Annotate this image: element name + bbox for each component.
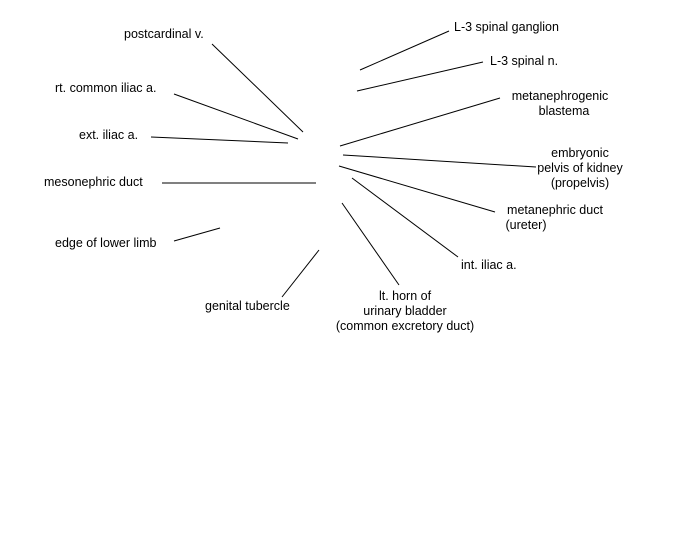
- label-rt-common-iliac-a: rt. common iliac a.: [55, 81, 156, 96]
- label-line: L-3 spinal ganglion: [454, 20, 559, 34]
- leader-metanephrogenic-blastema: [339, 97, 501, 147]
- label-l3-spinal-n: L-3 spinal n.: [490, 54, 558, 69]
- label-line: (common excretory duct): [335, 319, 475, 333]
- label-l3-spinal-ganglion: L-3 spinal ganglion: [454, 20, 559, 35]
- label-mesonephric-duct: mesonephric duct: [44, 175, 143, 190]
- label-line: int. iliac a.: [461, 258, 517, 272]
- label-line: (ureter): [505, 218, 547, 232]
- label-line: pelvis of kidney: [537, 161, 623, 175]
- label-line: lt. horn of: [378, 289, 432, 303]
- leader-metanephric-duct: [338, 165, 496, 213]
- leader-edge-of-lower-limb: [173, 227, 221, 242]
- label-line: edge of lower limb: [55, 236, 157, 250]
- label-genital-tubercle: genital tubercle: [205, 299, 290, 314]
- label-line: metanephric duct: [507, 203, 603, 217]
- label-int-iliac-a: int. iliac a.: [461, 258, 517, 273]
- label-line: postcardinal v.: [124, 27, 204, 41]
- leader-l3-spinal-ganglion: [359, 30, 450, 71]
- label-line: mesonephric duct: [44, 175, 143, 189]
- leader-rt-common-iliac-a: [173, 93, 299, 140]
- label-line: ext. iliac a.: [79, 128, 139, 142]
- leader-embryonic-pelvis-of-kidney: [342, 154, 537, 168]
- label-ext-iliac-a: ext. iliac a.: [79, 128, 138, 143]
- leader-int-iliac-a: [351, 177, 459, 258]
- label-lt-horn-of-urinary-bladder: lt. horn of urinary bladder (common excr…: [325, 289, 485, 334]
- label-line: metanephrogenic: [511, 89, 609, 103]
- label-metanephrogenic-blastema: metanephrogenic blastema: [500, 89, 620, 119]
- label-edge-of-lower-limb: edge of lower limb: [55, 236, 156, 251]
- label-metanephric-duct: metanephric duct (ureter): [496, 203, 614, 233]
- label-postcardinal-v: postcardinal v.: [124, 27, 204, 42]
- leader-postcardinal-v: [211, 43, 304, 133]
- label-line: blastema: [538, 104, 590, 118]
- label-line: urinary bladder: [363, 304, 447, 318]
- leader-l3-spinal-n: [356, 61, 484, 92]
- label-embryonic-pelvis-of-kidney: embryonic pelvis of kidney (propelvis): [525, 146, 635, 191]
- label-line: (propelvis): [550, 176, 610, 190]
- leader-ext-iliac-a: [150, 136, 289, 144]
- label-line: genital tubercle: [205, 299, 290, 313]
- label-line: L-3 spinal n.: [490, 54, 559, 68]
- label-line: embryonic: [551, 146, 609, 160]
- leader-lt-horn-of-urinary-bladder: [341, 202, 400, 286]
- leader-genital-tubercle: [281, 249, 320, 298]
- label-line: rt. common iliac a.: [55, 81, 157, 95]
